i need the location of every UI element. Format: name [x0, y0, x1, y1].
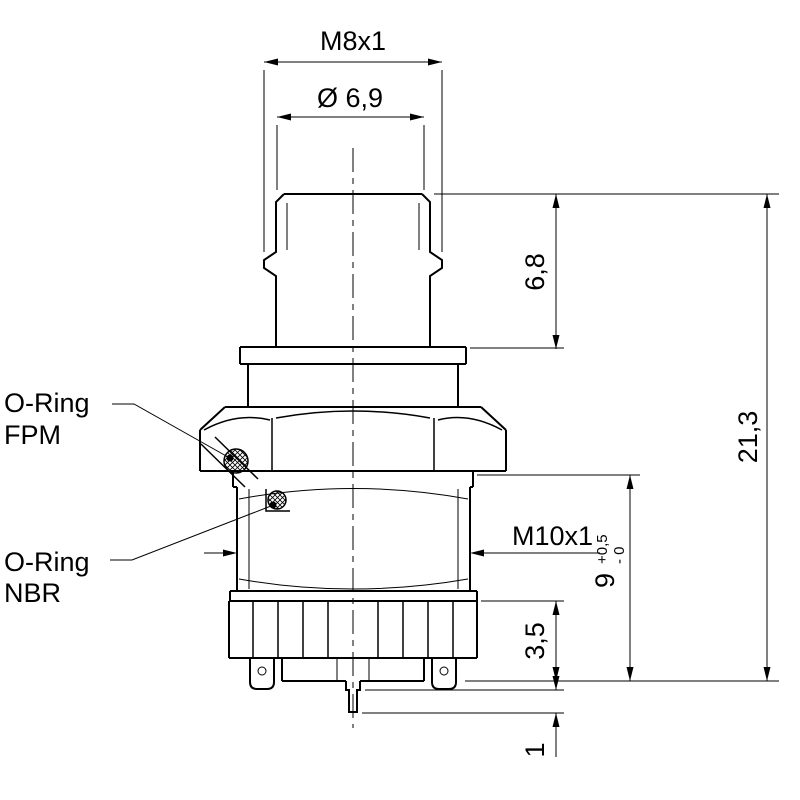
dim-h35: 3,5 — [481, 600, 564, 681]
dim-h1-arrow-bottom — [552, 713, 560, 727]
callout-m10x1-arrow-right — [470, 549, 484, 557]
thread-body-m10 — [229, 471, 478, 601]
dim-h213-label: 21,3 — [733, 411, 763, 464]
dim-h68-arrow-bottom — [552, 335, 560, 349]
callout-m10x1: M10x1 — [204, 521, 600, 557]
solder-pins — [249, 658, 457, 713]
flange — [229, 590, 478, 601]
label-oring-nbr-leader — [110, 505, 272, 561]
dim-h35-arrow-top — [552, 601, 560, 615]
chamfer-lines — [286, 203, 420, 250]
dim-d69-arrow-right — [410, 113, 424, 121]
dim-h9-arrow-bottom — [626, 667, 634, 681]
label-oring-fpm-leader — [112, 403, 229, 458]
dim-d69: Ø 6,9 — [276, 83, 425, 190]
label-oring-fpm-line1: O-Ring — [4, 388, 90, 418]
dim-h1: 1 — [362, 662, 564, 758]
label-oring-nbr-leader-dot — [269, 501, 277, 509]
thread-minor-lines — [248, 489, 459, 589]
dim-h9-tolerance-plus: +0,5 — [594, 534, 611, 564]
dim-h68-label: 6,8 — [520, 253, 550, 291]
hex-chamfer-arcs — [203, 410, 503, 431]
dim-h35-label: 3,5 — [520, 622, 550, 660]
right-solder-pin — [431, 658, 457, 690]
part-left-profile-top — [263, 193, 285, 347]
label-oring-fpm-line2: FPM — [4, 420, 61, 450]
dim-h1-extension-lines — [362, 689, 564, 714]
dim-m8x1-arrow-right — [428, 58, 442, 66]
part-upper-body — [239, 193, 467, 407]
dim-d69-label: Ø 6,9 — [317, 83, 383, 113]
dim-h9: 9 +0,5 - 0 — [477, 474, 640, 681]
seal-band — [232, 471, 474, 488]
dim-h9-label: 9 — [590, 573, 620, 588]
lock-washer — [228, 600, 478, 659]
oring-fpm-section — [223, 448, 249, 474]
label-oring-nbr: O-Ring NBR — [4, 501, 277, 608]
dim-m8x1-label: M8x1 — [320, 26, 386, 56]
collar — [239, 346, 467, 365]
callout-m10x1-arrow-left — [223, 549, 237, 557]
dim-d69-extension-lines — [276, 125, 425, 190]
washer-outline — [228, 600, 478, 659]
insulator-base — [281, 658, 425, 682]
label-oring-nbr-line2: NBR — [4, 578, 61, 608]
neck — [247, 364, 459, 407]
dim-d69-arrow-left — [277, 113, 291, 121]
dim-h68-arrow-top — [552, 194, 560, 208]
hex-nut — [199, 406, 507, 472]
center-pin — [345, 681, 361, 713]
part-right-profile-top — [421, 193, 443, 347]
right-pin-hole — [439, 666, 449, 676]
left-solder-pin — [249, 658, 275, 690]
thread-runout-arcs — [238, 488, 469, 590]
dim-h1-label: 1 — [520, 742, 550, 757]
dim-h68: 6,8 — [470, 194, 564, 349]
dim-h213: 21,3 — [733, 194, 771, 681]
label-oring-fpm: O-Ring FPM — [4, 388, 234, 462]
dim-h9-tolerance-minus: - 0 — [611, 546, 628, 564]
center-stub-lines — [336, 658, 370, 681]
washer-teeth — [252, 601, 454, 658]
label-oring-fpm-leader-dot — [226, 454, 234, 462]
nbr-groove-lines — [265, 489, 290, 512]
hex-outline — [199, 406, 507, 472]
dim-h213-arrow-bottom — [763, 667, 771, 681]
dim-m8x1-arrow-left — [264, 58, 278, 66]
m10-sides — [236, 487, 471, 591]
dim-m8x1-extension-lines — [263, 70, 443, 252]
dim-h213-arrow-top — [763, 194, 771, 208]
callout-m10x1-label: M10x1 — [512, 521, 593, 551]
label-oring-nbr-line1: O-Ring — [4, 547, 90, 577]
hex-facet-lines — [271, 418, 435, 471]
dim-h9-arrow-top — [626, 475, 634, 489]
dim-m8x1: M8x1 — [263, 26, 443, 252]
dim-h1-arrow-top — [552, 676, 560, 690]
left-pin-hole — [257, 666, 267, 676]
